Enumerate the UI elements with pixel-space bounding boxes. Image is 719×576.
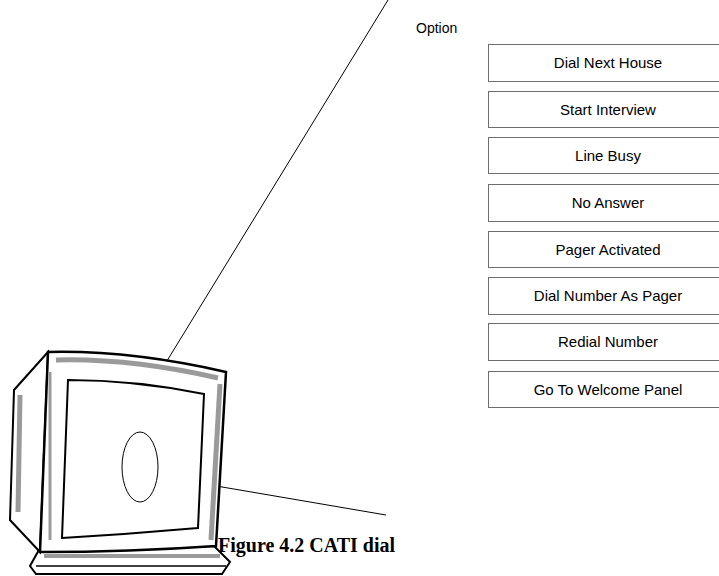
button-inner: Redial Number — [492, 333, 719, 351]
monitor-bezel — [40, 352, 226, 552]
base-edge — [36, 565, 226, 567]
button-inner: No Answer — [492, 194, 719, 212]
button-inner: Dial Next House — [492, 54, 719, 72]
bezel-stripe — [211, 384, 220, 540]
button-label: Pager Activated — [492, 241, 719, 259]
button-label: Redial Number — [492, 333, 719, 351]
button-label: No Answer — [492, 194, 719, 212]
bezel-stripe — [56, 360, 218, 378]
button-label: Line Busy — [492, 147, 719, 165]
button-label: Dial Next House — [492, 54, 719, 72]
option-button: Dial Number As Pager — [488, 277, 719, 315]
option-button: Redial Number — [488, 323, 719, 361]
option-button: Line Busy — [488, 137, 719, 174]
option-button: Dial Next House — [488, 44, 719, 82]
button-inner: Pager Activated — [492, 241, 719, 259]
bezel-stripe — [49, 372, 52, 540]
button-inner: Dial Number As Pager — [492, 287, 719, 305]
zoom-circle — [122, 432, 158, 502]
button-label: Start Interview — [492, 101, 719, 119]
option-button: No Answer — [488, 184, 719, 222]
monitor-screen — [62, 380, 204, 538]
column-heading: Option — [416, 20, 457, 36]
leader-line — [132, 0, 388, 418]
base-stripe — [44, 554, 220, 558]
figure-caption: Figure 4.2 CATI dial — [218, 534, 395, 557]
button-inner: Go To Welcome Panel — [492, 381, 719, 399]
casing-stripe — [18, 395, 20, 512]
option-button: Pager Activated — [488, 231, 719, 268]
option-button: Go To Welcome Panel — [488, 371, 719, 408]
button-inner: Line Busy — [492, 147, 719, 165]
button-label: Go To Welcome Panel — [492, 381, 719, 399]
button-inner: Start Interview — [492, 101, 719, 119]
option-button: Start Interview — [488, 91, 719, 128]
button-label: Dial Number As Pager — [492, 287, 719, 305]
